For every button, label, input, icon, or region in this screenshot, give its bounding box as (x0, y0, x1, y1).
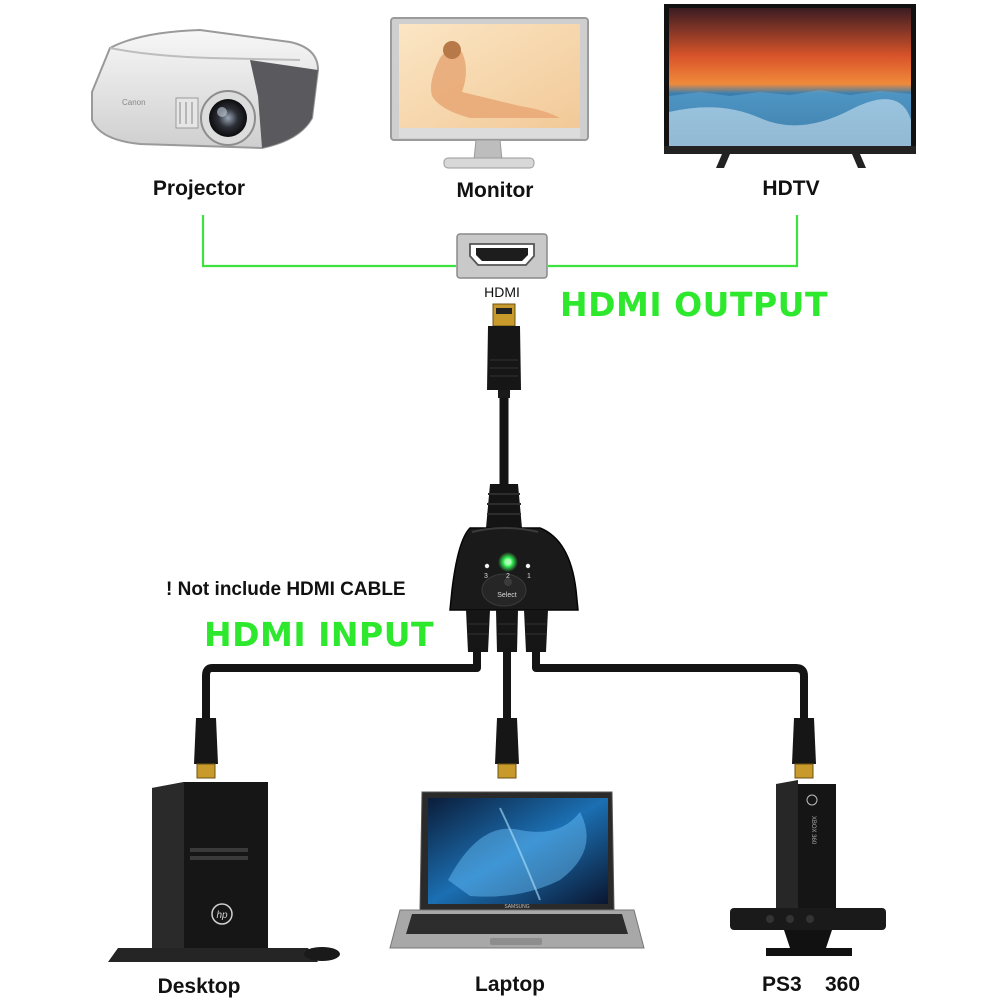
svg-text:Canon: Canon (122, 98, 146, 107)
port-number-1: 1 (527, 573, 531, 580)
main-cable (486, 398, 522, 528)
select-button-label: Select (497, 592, 517, 599)
input-hdmi-plugs (194, 718, 816, 779)
switch-input-plugs (466, 610, 548, 652)
desktop-image: hp (108, 782, 340, 962)
console-image: XBOX 360 (730, 780, 886, 956)
port-number-3: 3 (484, 573, 488, 580)
input-cables (202, 648, 808, 722)
hdtv-label: HDTV (762, 177, 820, 200)
svg-text:hp: hp (216, 910, 228, 921)
laptop-label: Laptop (475, 973, 545, 996)
laptop-image: SAMSUNG (389, 791, 645, 949)
hdmi-switch-body: 3 2 1 Select (449, 527, 579, 611)
hdmi-output-title: HDMI OUTPUT (560, 285, 828, 324)
monitor-image (390, 17, 589, 169)
hdtv-image (664, 4, 916, 168)
port-number-2: 2 (506, 573, 510, 580)
cable-note: ! Not include HDMI CABLE (166, 579, 406, 600)
output-connector-lines (201, 215, 799, 268)
hdmi-port-icon (456, 233, 548, 279)
svg-text:XBOX 360: XBOX 360 (810, 816, 816, 845)
hdmi-input-title: HDMI INPUT (204, 615, 435, 654)
projector-image: Canon (91, 28, 320, 150)
projector-label: Projector (152, 177, 246, 200)
svg-text:SAMSUNG: SAMSUNG (504, 904, 529, 910)
hdmi-port-label: HDMI (484, 284, 520, 300)
consoles-label: PS3 360 (761, 973, 861, 996)
monitor-label: Monitor (456, 179, 534, 202)
output-hdmi-plug (487, 303, 521, 398)
desktop-label: Desktop (157, 975, 241, 998)
